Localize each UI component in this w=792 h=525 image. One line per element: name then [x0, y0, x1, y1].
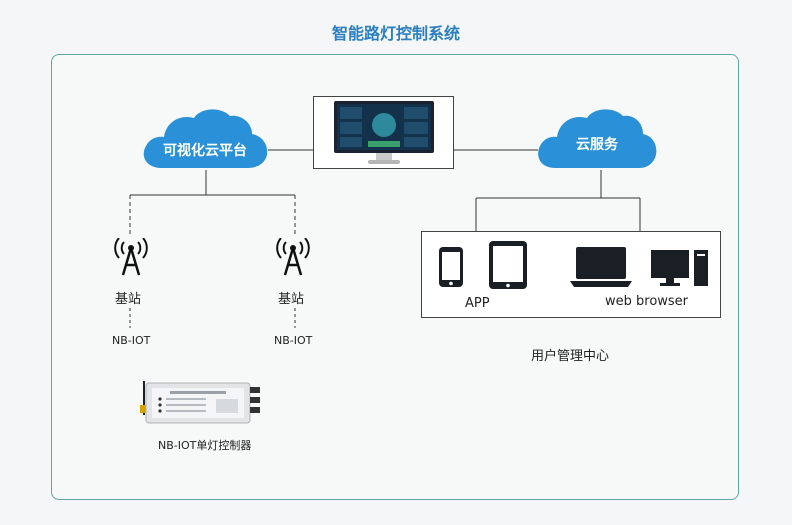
- base-station-label: 基站: [115, 292, 142, 307]
- user-center-label: 用户管理中心: [531, 349, 610, 364]
- cloud-service-label: 云服务: [576, 137, 618, 153]
- cloud-icon: [538, 109, 657, 168]
- antenna-icon: [114, 238, 148, 276]
- page-title: 智能路灯控制系统: [331, 24, 460, 43]
- user-devices-box: APP web browser: [421, 231, 721, 318]
- controller-label: NB-IOT单灯控制器: [158, 439, 252, 452]
- protocol-label: NB-IOT: [112, 334, 151, 347]
- laptop-icon: [570, 247, 632, 287]
- antenna-icon: [276, 238, 310, 276]
- tablet-icon: [489, 241, 527, 289]
- app-label: APP: [465, 296, 490, 311]
- cloud-icon: [143, 109, 268, 168]
- cloud-visual-label: 可视化云平台: [163, 143, 247, 159]
- protocol-label: NB-IOT: [274, 334, 313, 347]
- web-browser-label: web browser: [605, 294, 689, 309]
- monitor-icon: [334, 101, 434, 164]
- controller-device-icon: [140, 381, 260, 424]
- desktop-icon: [651, 250, 708, 286]
- base-station-label: 基站: [278, 292, 305, 307]
- dashboard-monitor: [313, 96, 454, 169]
- phone-icon: [439, 247, 463, 287]
